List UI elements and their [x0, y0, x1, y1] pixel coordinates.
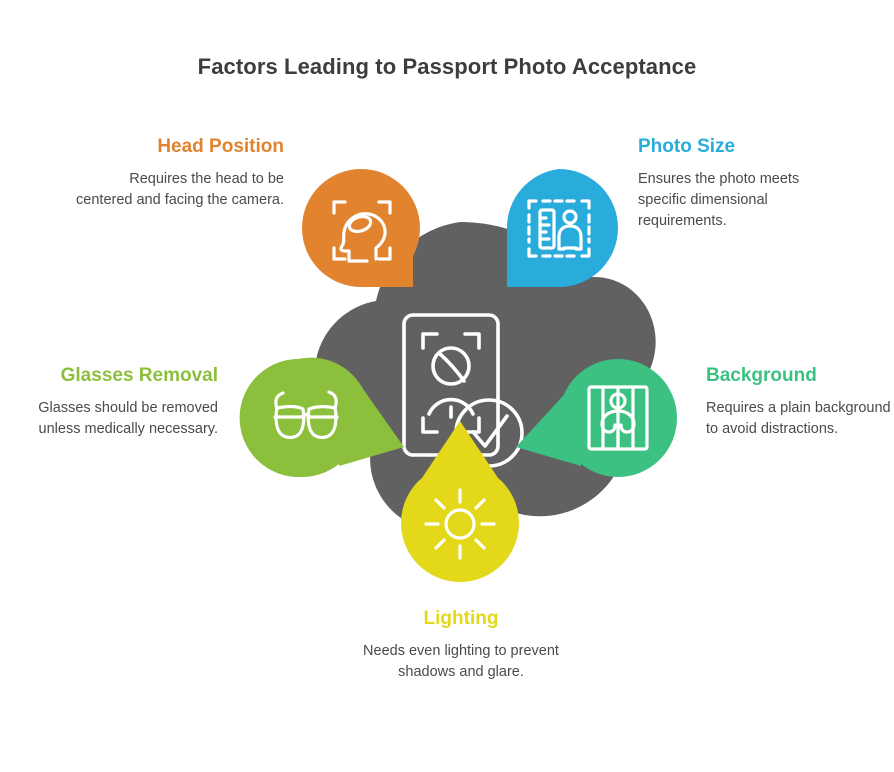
- passport-photo-factors-diagram: [235, 160, 685, 590]
- petal-glasses-removal[interactable]: [239, 357, 404, 477]
- petal-lighting[interactable]: [401, 421, 519, 582]
- head-in-frame-icon: [332, 200, 392, 263]
- factor-block-glasses-removal: Glasses Removal Glasses should be remove…: [16, 365, 218, 440]
- factor-block-background: Background Requires a plain background t…: [706, 365, 894, 440]
- factor-heading-head-position: Head Position: [157, 136, 284, 157]
- petal-head-position[interactable]: [302, 169, 420, 287]
- factor-description-glasses-removal: Glasses should be removed unless medical…: [38, 399, 218, 437]
- factor-description-photo-size: Ensures the photo meets specific dimensi…: [638, 170, 800, 229]
- sun-icon: [424, 488, 496, 560]
- factor-block-photo-size: Photo Size Ensures the photo meets speci…: [638, 136, 838, 232]
- factor-heading-background: Background: [706, 365, 817, 386]
- petal-photo-size[interactable]: [506, 169, 618, 287]
- eyeglasses-icon: [273, 390, 339, 440]
- factor-block-lighting: Lighting Needs even lighting to prevent …: [361, 608, 561, 683]
- factor-heading-glasses-removal: Glasses Removal: [60, 365, 218, 386]
- page-title: Factors Leading to Passport Photo Accept…: [197, 54, 697, 79]
- factor-heading-lighting: Lighting: [423, 608, 499, 629]
- factor-description-head-position: Requires the head to be centered and fac…: [76, 170, 284, 208]
- person-striped-background-icon: [587, 385, 649, 451]
- factor-description-background: Requires a plain background to avoid dis…: [706, 399, 891, 437]
- factor-block-head-position: Head Position Requires the head to be ce…: [76, 136, 284, 211]
- factor-description-lighting: Needs even lighting to prevent shadows a…: [363, 642, 559, 680]
- ruler-person-measure-icon: [527, 199, 591, 258]
- petal-background[interactable]: [516, 359, 677, 477]
- factor-heading-photo-size: Photo Size: [638, 136, 736, 157]
